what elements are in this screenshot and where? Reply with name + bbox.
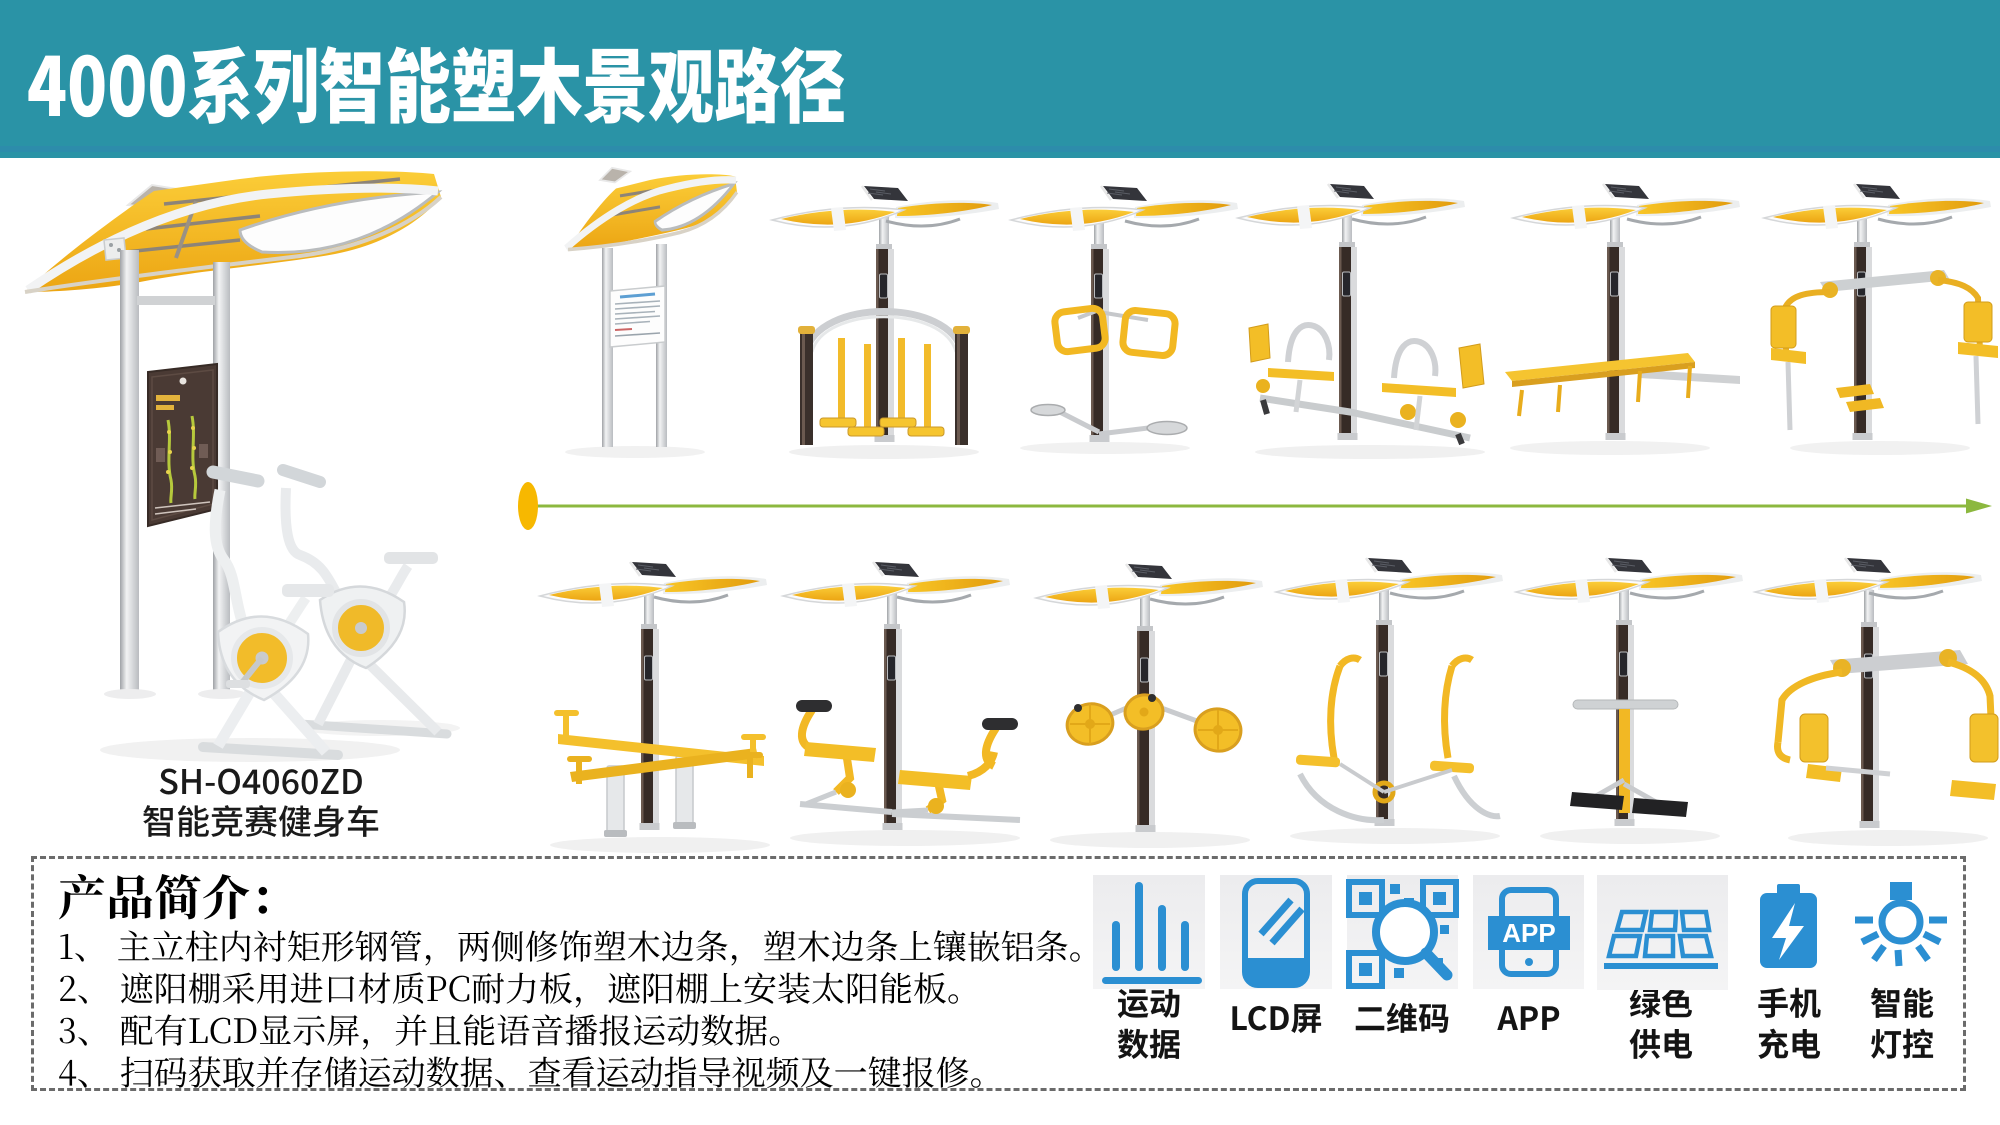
svg-text:APP: APP [1502, 918, 1555, 948]
